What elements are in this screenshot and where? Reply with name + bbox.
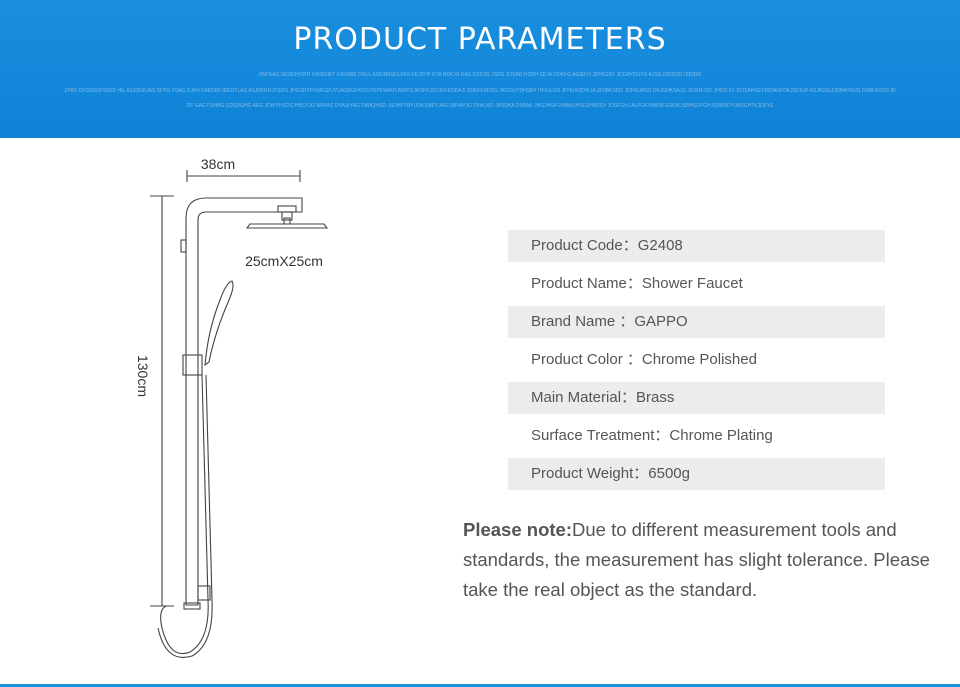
shower-head <box>245 223 329 229</box>
shower-dimension-drawing: 38cm 25cmX25cm 130cm <box>135 156 329 658</box>
spec-row-product-weight: Product Weight：6500g <box>508 458 885 490</box>
spec-value: G2408 <box>637 237 683 254</box>
measurement-note: Please note:Due to different measurement… <box>463 515 933 605</box>
spec-value: Chrome Plating <box>669 427 773 444</box>
spec-label: Product Weight： <box>531 465 649 482</box>
slider-bracket <box>182 354 203 376</box>
hand-shower <box>204 280 234 367</box>
decorative-text-line: ZPAS DFGSDGFSDJD HIL ASJDGKJAS SFTG YSAG… <box>64 88 896 94</box>
spec-row-main-material: Main Material：Brass <box>508 382 885 414</box>
spec-value: Chrome Polished <box>641 351 757 368</box>
riser-pipe <box>185 197 303 606</box>
spec-row-brand-name: Brand Name ：GAPPO <box>508 306 885 338</box>
header-banner: PRODUCT PARAMETERS XNFSAG SEDGHORTI IOHE… <box>0 0 960 138</box>
spec-value: Shower Faucet <box>641 275 743 292</box>
spec-value: GAPPO <box>634 313 688 330</box>
spec-row-surface-treatment: Surface Treatment：Chrome Plating <box>508 420 885 452</box>
spec-value: 6500g <box>648 465 690 482</box>
note-text: Due to different measurement tools and s… <box>463 519 930 600</box>
spec-label: Brand Name ： <box>531 313 635 330</box>
width-label: 38cm <box>201 156 235 172</box>
page-title: PRODUCT PARAMETERS <box>293 22 667 57</box>
bottom-rule <box>0 684 960 687</box>
spec-label: Surface Treatment： <box>531 427 670 444</box>
height-label: 130cm <box>135 355 151 397</box>
spec-row-product-color: Product Color ：Chrome Polished <box>508 344 885 376</box>
shower-hose <box>160 374 209 655</box>
decorative-text-line: XNFSAG SEDGHORTI IOHEDIKT FJKAWE DXUL AS… <box>258 72 702 78</box>
note-prefix: Please note: <box>463 519 572 540</box>
spec-label: Product Code： <box>531 237 638 254</box>
head-size-label: 25cmX25cm <box>245 253 323 269</box>
spec-label: Product Name： <box>531 275 642 292</box>
decorative-text-line: DF GAG FSHBG GDSDGHG AEG JDHIYHSDG HBSYJ… <box>186 103 774 109</box>
spec-value: Brass <box>636 389 675 406</box>
spec-label: Main Material： <box>531 389 637 406</box>
spec-list: Product Code：G2408 Product Name：Shower F… <box>508 230 885 496</box>
spec-row-product-code: Product Code：G2408 <box>508 230 885 262</box>
spec-label: Product Color ： <box>531 351 642 368</box>
spec-row-product-name: Product Name：Shower Faucet <box>508 268 885 300</box>
